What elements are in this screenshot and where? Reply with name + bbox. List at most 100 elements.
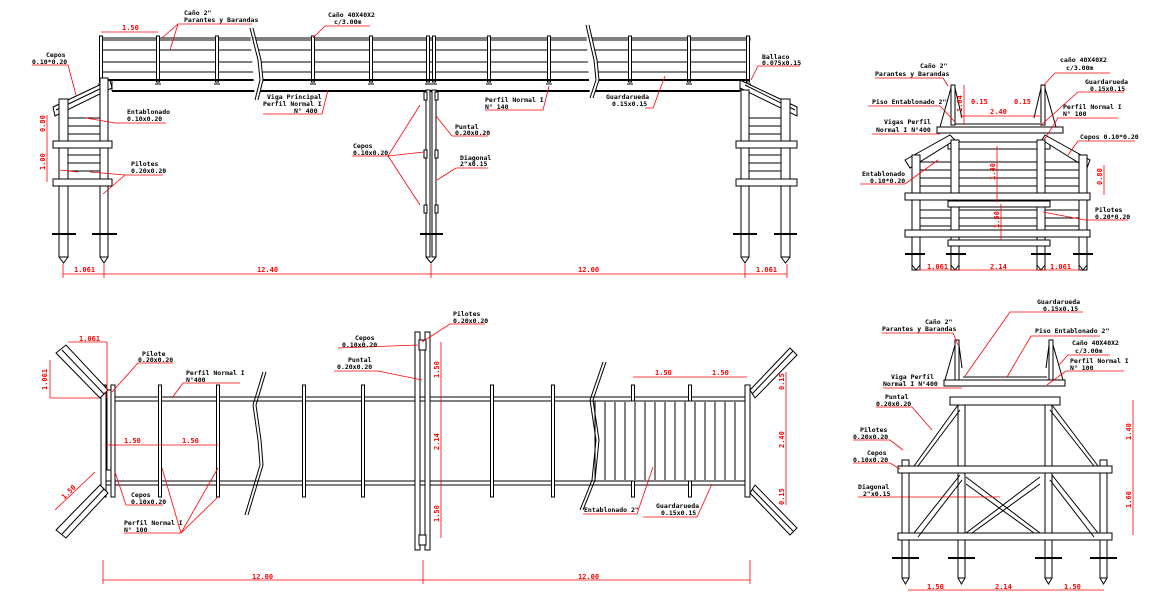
cross-beam bbox=[551, 384, 555, 498]
label-pipe40: Caño 40X40X2 bbox=[328, 11, 375, 19]
dim-h2: 1.60 bbox=[1125, 491, 1133, 508]
main-beam bbox=[100, 79, 750, 92]
dim-span1: 12.40 bbox=[257, 266, 278, 274]
label-cepos: Cepos 0.10*0.20 bbox=[1080, 133, 1139, 141]
label-puntal-size: 0.20x0.20 bbox=[455, 129, 490, 137]
dim-h1: 1.40 bbox=[989, 163, 997, 180]
label-cepos: Cepos bbox=[131, 491, 151, 499]
label-puntal: Puntal bbox=[885, 393, 909, 401]
cross-beam bbox=[158, 384, 162, 498]
pile bbox=[901, 459, 910, 579]
label-puntal-size: 0.20x0.20 bbox=[337, 363, 372, 371]
break-line bbox=[249, 27, 264, 101]
label-cepos-size: 0.10x0.20 bbox=[853, 456, 888, 464]
pile-tip bbox=[1099, 577, 1108, 585]
break-line bbox=[585, 24, 600, 99]
label-diagonal-size: 2"x0.15 bbox=[863, 490, 890, 498]
label-pilotes-size: 0.20x0.20 bbox=[453, 317, 488, 325]
dim-right: 1.061 bbox=[1050, 263, 1071, 271]
abutment-cross-section: 1.04 0.15 0.15 2.40 1.40 1.50 0.80 1.061… bbox=[860, 56, 1139, 271]
pile-tip bbox=[911, 264, 921, 271]
dim-bay2: 1.50 bbox=[182, 437, 199, 445]
dim-wing-width: 1.061 bbox=[79, 335, 100, 343]
cross-beam bbox=[216, 384, 220, 498]
dim-mid: 2.14 bbox=[995, 583, 1012, 591]
label-profile-100: Perfil Normal I bbox=[1070, 357, 1129, 365]
dim-wing-height: 1.061 bbox=[41, 369, 49, 390]
dim-edge-top: 0.15 bbox=[778, 373, 786, 390]
label-entablonado: Entablonado bbox=[862, 170, 905, 178]
label-profile-140-number: N° 140 bbox=[485, 103, 509, 111]
label-piso: Piso Entablonado 2" bbox=[1035, 327, 1109, 335]
dim-post1: 1.50 bbox=[655, 369, 672, 377]
cross-beam bbox=[302, 384, 306, 498]
label-pilotes-size: 0.20x0.20 bbox=[131, 167, 166, 175]
label-puntal: Puntal bbox=[455, 123, 479, 131]
dim-wing-diagonal: 1.50 bbox=[60, 483, 78, 501]
railing-post bbox=[99, 35, 103, 83]
dim-pier-top: 1.50 bbox=[433, 361, 441, 378]
pile bbox=[1044, 404, 1053, 579]
label-pilotes: Pilotes bbox=[1095, 206, 1122, 214]
pile bbox=[1078, 154, 1088, 271]
label-puntal: Puntal bbox=[348, 356, 372, 364]
elevation-dimensions: 1.50 0.80 1.00 1.061 12.40 12.00 1.061 bbox=[39, 24, 788, 278]
label-main-beam: Viga Principal bbox=[267, 93, 322, 101]
label-guardarueda-size: 0.15x0.15 bbox=[1090, 85, 1125, 93]
label-guardarueda-size: 0.15x0.15 bbox=[661, 509, 696, 517]
dim-right: 1.061 bbox=[756, 266, 777, 274]
dim-span2: 12.00 bbox=[578, 573, 599, 581]
label-puntal-size: 0.20x0.20 bbox=[876, 400, 911, 408]
longitudinal-elevation: 1.50 0.80 1.00 1.061 12.40 12.00 1.061 C… bbox=[32, 9, 801, 278]
label-pilotes: Pilotes bbox=[453, 310, 480, 318]
label-cepos-pier: Cepos bbox=[353, 142, 373, 150]
railing-post bbox=[369, 35, 373, 83]
railing-post bbox=[547, 35, 551, 83]
label-guardarueda: Guardarueda bbox=[656, 502, 699, 510]
label-guardarueda: Guardarueda bbox=[1037, 298, 1080, 306]
dim-deck-width: 2.40 bbox=[990, 108, 1007, 116]
pile-tip bbox=[957, 577, 966, 585]
railing-post bbox=[687, 35, 691, 83]
dim-span2: 12.00 bbox=[578, 266, 599, 274]
label-guardarueda-size: 0.15x0.15 bbox=[1043, 305, 1078, 313]
label-pipe2: Caño 2" bbox=[920, 62, 947, 70]
label-guardarueda: Guardarueda bbox=[606, 93, 649, 101]
dim-bay1: 1.50 bbox=[124, 437, 141, 445]
label-guardarueda: Guardarueda bbox=[1085, 78, 1128, 86]
label-pilotes-size: 0.20*0.20 bbox=[1095, 213, 1130, 221]
label-profile-100: Perfil Normal I bbox=[124, 519, 183, 527]
pile bbox=[1099, 459, 1108, 579]
label-pilotes: Pilotes bbox=[860, 426, 887, 434]
label-pipe40-spacing: c/3.00m bbox=[1066, 64, 1093, 72]
label-viga-profile: Normal I N°400 bbox=[883, 380, 938, 388]
label-entablonado: Entablonado bbox=[127, 108, 170, 116]
label-pilotes-size: 0.20x0.20 bbox=[853, 433, 888, 441]
label-profile-100-number: N° 100 bbox=[124, 526, 148, 534]
label-cepos: Cepos bbox=[46, 51, 66, 59]
label-profile-140: Perfil Normal I bbox=[485, 96, 544, 104]
label-vigas: Vigas Perfil bbox=[884, 118, 931, 126]
pile-tip bbox=[901, 577, 910, 585]
label-pipe40-spacing: c/3.00m bbox=[334, 18, 361, 26]
pile bbox=[911, 154, 921, 271]
label-main-beam-number: N° 400 bbox=[294, 107, 318, 115]
dim-deck-width: 2.40 bbox=[778, 431, 786, 448]
railing-post bbox=[156, 35, 160, 83]
dim-pier-mid: 2.14 bbox=[433, 433, 441, 450]
pile-tip bbox=[1044, 577, 1053, 585]
label-pilote-size: 0.20x0.20 bbox=[138, 356, 173, 364]
railing-post bbox=[215, 35, 219, 83]
label-pipe2: Caño 2" bbox=[925, 318, 952, 326]
railing-post bbox=[432, 35, 436, 83]
label-guardarueda-size: 0.15x0.15 bbox=[612, 100, 647, 108]
label-pipe2-use: Parantes y Barandas bbox=[875, 70, 949, 78]
label-pipe2: Caño 2" bbox=[184, 9, 211, 17]
dim-guard-right: 0.15 bbox=[1014, 98, 1031, 106]
dim-h2: 1.00 bbox=[39, 153, 47, 170]
right-abutment bbox=[733, 79, 798, 264]
dim-rail-height: 1.04 bbox=[956, 95, 964, 112]
label-cepos-pier-size: 0.10x0.20 bbox=[342, 341, 377, 349]
dim-left: 1.061 bbox=[74, 266, 95, 274]
